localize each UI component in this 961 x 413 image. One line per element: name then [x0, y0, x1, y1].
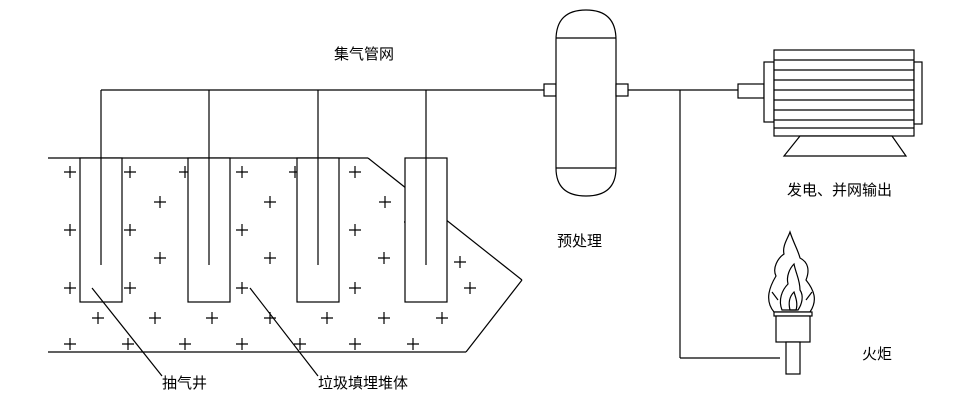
motor-icon [737, 49, 923, 157]
outlet-pipes [628, 89, 780, 359]
plus-marker [122, 338, 134, 350]
plus-marker [64, 166, 76, 178]
flame-icon [768, 230, 815, 375]
plus-marker [154, 196, 166, 208]
plus-marker [349, 338, 361, 350]
plus-marker [236, 166, 248, 178]
plus-marker [124, 166, 136, 178]
pretreatment-label: 预处理 [557, 232, 603, 250]
torch-label: 火炬 [862, 345, 893, 363]
plus-marker [349, 224, 361, 236]
plus-marker [379, 196, 391, 208]
plus-marker [92, 312, 104, 324]
plus-marker [64, 338, 76, 350]
plus-marker [264, 252, 276, 264]
power-output-label: 发电、并网输出 [787, 181, 893, 199]
plus-marker [264, 196, 276, 208]
gas-network-label: 集气管网 [334, 45, 395, 63]
plus-marker [436, 312, 448, 324]
plus-marker [124, 282, 136, 294]
plus-marker [206, 312, 218, 324]
plus-marker [236, 282, 248, 294]
tank-icon [543, 9, 629, 197]
extraction-well-label: 抽气井 [162, 374, 208, 392]
plus-marker [378, 312, 390, 324]
landfill-body-label: 垃圾填埋堆体 [318, 374, 409, 392]
leader-lines [91, 287, 319, 377]
plus-marker [179, 338, 191, 350]
plus-marker [236, 338, 248, 350]
plus-marker [321, 312, 333, 324]
plus-marker [349, 282, 361, 294]
plus-marker [149, 312, 161, 324]
plus-marker [349, 166, 361, 178]
plus-marker [124, 224, 136, 236]
plus-marker [407, 338, 419, 350]
plus-marker [64, 224, 76, 236]
plus-marker [464, 282, 476, 294]
plus-marker [454, 256, 466, 268]
plus-marker [236, 224, 248, 236]
landfill-fill-markers [64, 166, 476, 350]
plus-marker [378, 252, 390, 264]
plus-marker [294, 338, 306, 350]
plus-marker [154, 252, 166, 264]
plus-marker [64, 282, 76, 294]
extraction-wells [79, 90, 448, 303]
